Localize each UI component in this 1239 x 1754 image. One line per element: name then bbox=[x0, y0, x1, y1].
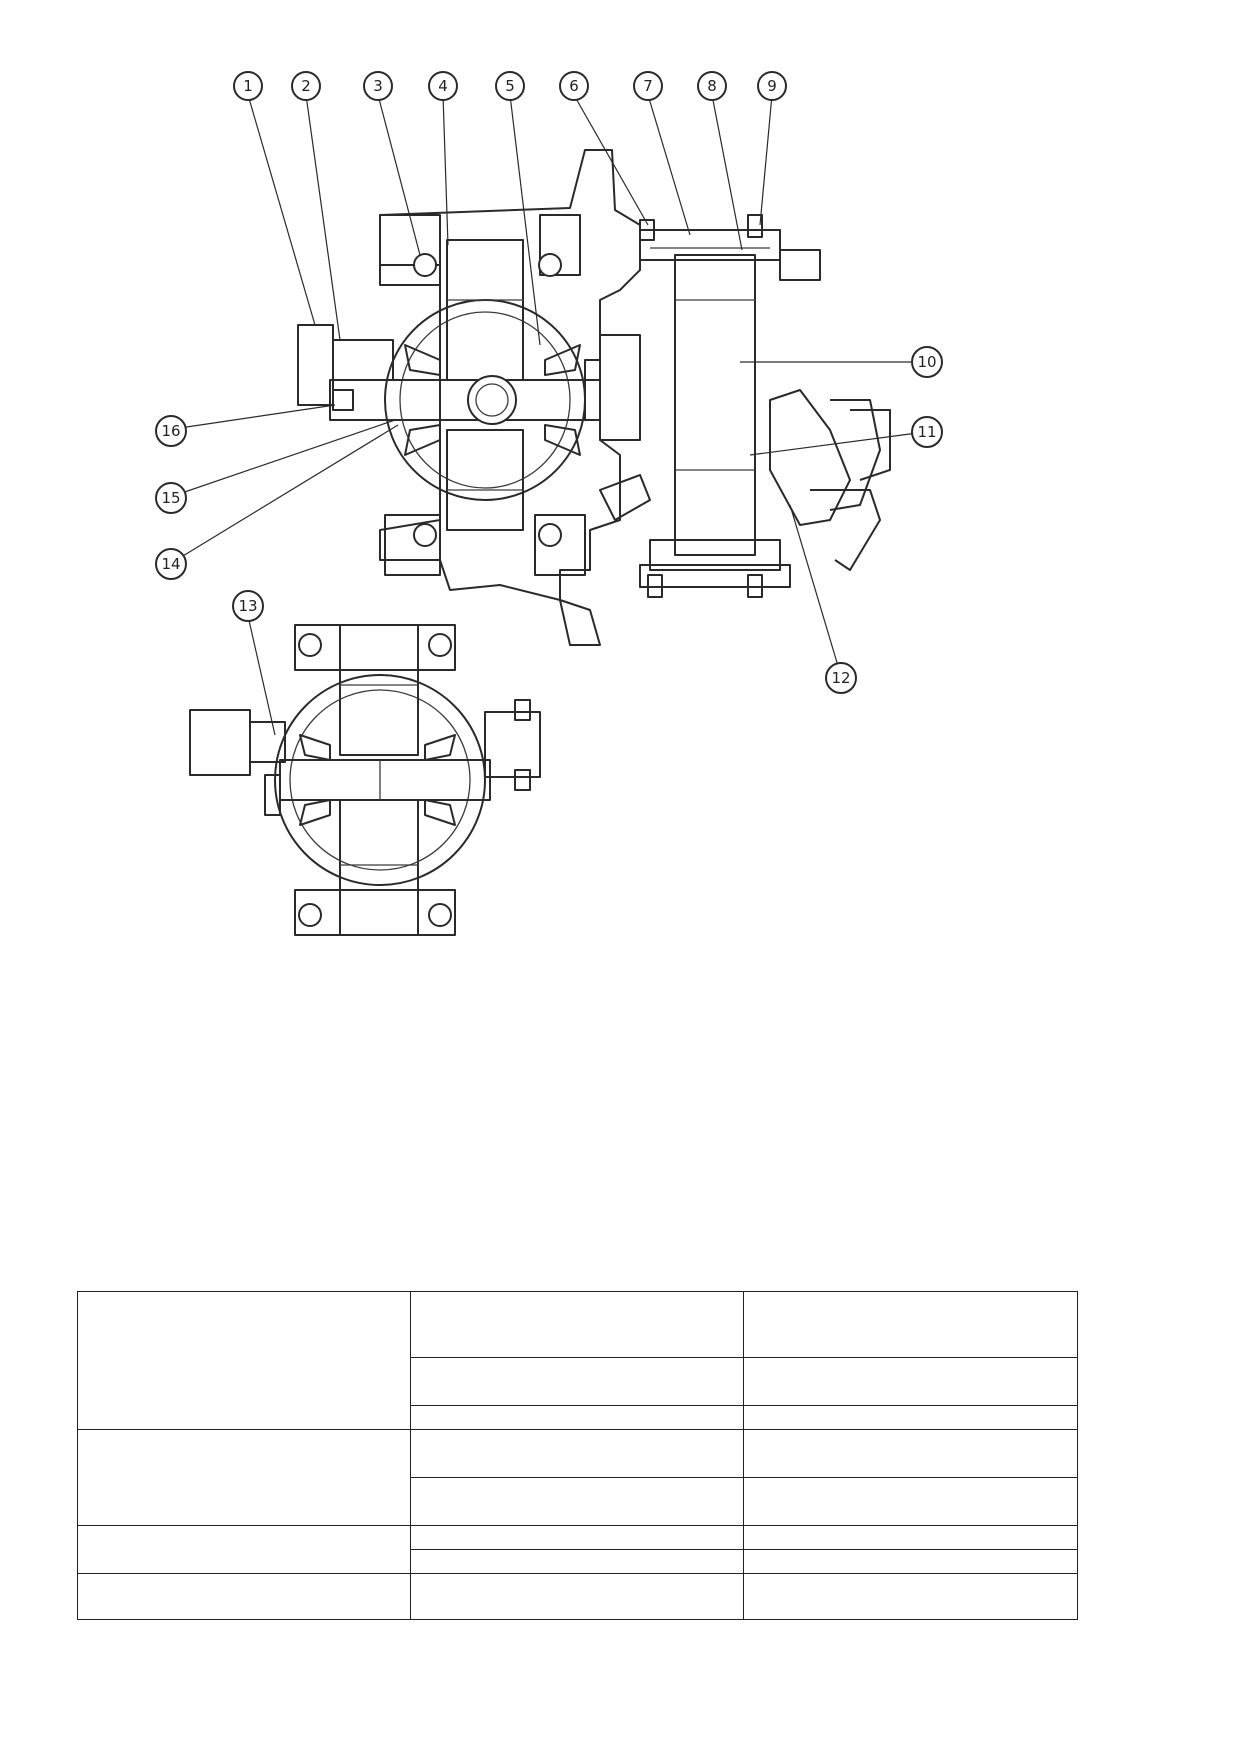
spec-table bbox=[77, 1291, 1078, 1620]
svg-text:1: 1 bbox=[243, 77, 253, 95]
table-cell bbox=[410, 1429, 744, 1478]
table-cell bbox=[410, 1291, 744, 1358]
table-cell bbox=[743, 1573, 1078, 1620]
callout-6: 6 bbox=[559, 71, 589, 101]
callout-9: 9 bbox=[757, 71, 787, 101]
table-cell bbox=[410, 1573, 744, 1620]
table-cell bbox=[77, 1429, 411, 1526]
table-cell bbox=[77, 1291, 411, 1430]
svg-text:4: 4 bbox=[438, 77, 448, 95]
differential-assembly-drawing: 1 2 3 4 5 6 7 8 9 10 11 12 13 14 15 16 bbox=[155, 71, 943, 936]
table-cell bbox=[410, 1477, 744, 1526]
table-cell bbox=[410, 1549, 744, 1574]
svg-text:9: 9 bbox=[767, 77, 777, 95]
callout-16: 16 bbox=[155, 415, 187, 447]
svg-text:14: 14 bbox=[161, 555, 180, 573]
table-cell bbox=[743, 1429, 1078, 1478]
table-cell bbox=[410, 1405, 744, 1430]
svg-text:10: 10 bbox=[917, 353, 936, 371]
table-row bbox=[77, 1429, 1078, 1526]
callout-2: 2 bbox=[291, 71, 321, 101]
svg-text:5: 5 bbox=[505, 77, 515, 95]
callout-13: 13 bbox=[232, 590, 264, 622]
svg-text:8: 8 bbox=[707, 77, 717, 95]
table-cell bbox=[410, 1525, 744, 1550]
table-row bbox=[78, 1405, 1078, 1430]
callout-14: 14 bbox=[155, 548, 187, 580]
table-row bbox=[77, 1525, 1078, 1574]
table-row bbox=[77, 1573, 1078, 1620]
bearing-ball bbox=[538, 253, 562, 277]
table-cell bbox=[77, 1573, 411, 1620]
callout-12: 12 bbox=[825, 662, 857, 694]
table-cell bbox=[410, 1357, 744, 1406]
table-cell bbox=[743, 1525, 1078, 1550]
svg-text:2: 2 bbox=[301, 77, 311, 95]
leader-lines bbox=[172, 94, 926, 736]
table-cell bbox=[743, 1477, 1078, 1526]
svg-text:6: 6 bbox=[569, 77, 579, 95]
svg-text:13: 13 bbox=[238, 597, 257, 615]
bearing-ball bbox=[413, 253, 437, 277]
callout-3: 3 bbox=[363, 71, 393, 101]
table-cell bbox=[743, 1405, 1078, 1430]
svg-text:12: 12 bbox=[831, 669, 850, 687]
table-cell bbox=[743, 1549, 1078, 1574]
callout-10: 10 bbox=[911, 346, 943, 378]
callout-7: 7 bbox=[633, 71, 663, 101]
bearing-ball bbox=[413, 523, 437, 547]
bearing-ball bbox=[538, 523, 562, 547]
table-row bbox=[78, 1357, 1078, 1406]
table-row bbox=[77, 1291, 1078, 1430]
callout-1: 1 bbox=[233, 71, 263, 101]
secondary-assembly bbox=[189, 624, 541, 936]
table-cell bbox=[77, 1525, 411, 1574]
callout-4: 4 bbox=[428, 71, 458, 101]
svg-text:3: 3 bbox=[373, 77, 383, 95]
callout-5: 5 bbox=[495, 71, 525, 101]
callout-8: 8 bbox=[697, 71, 727, 101]
svg-text:11: 11 bbox=[917, 423, 936, 441]
table-cell bbox=[743, 1291, 1078, 1358]
table-cell bbox=[743, 1357, 1078, 1406]
svg-text:7: 7 bbox=[643, 77, 653, 95]
main-assembly bbox=[297, 149, 891, 646]
callout-bubbles: 1 2 3 4 5 6 7 8 9 10 11 12 13 14 15 16 bbox=[155, 71, 943, 694]
callout-15: 15 bbox=[155, 482, 187, 514]
callout-11: 11 bbox=[911, 416, 943, 448]
svg-text:16: 16 bbox=[161, 422, 180, 440]
svg-text:15: 15 bbox=[161, 489, 180, 507]
